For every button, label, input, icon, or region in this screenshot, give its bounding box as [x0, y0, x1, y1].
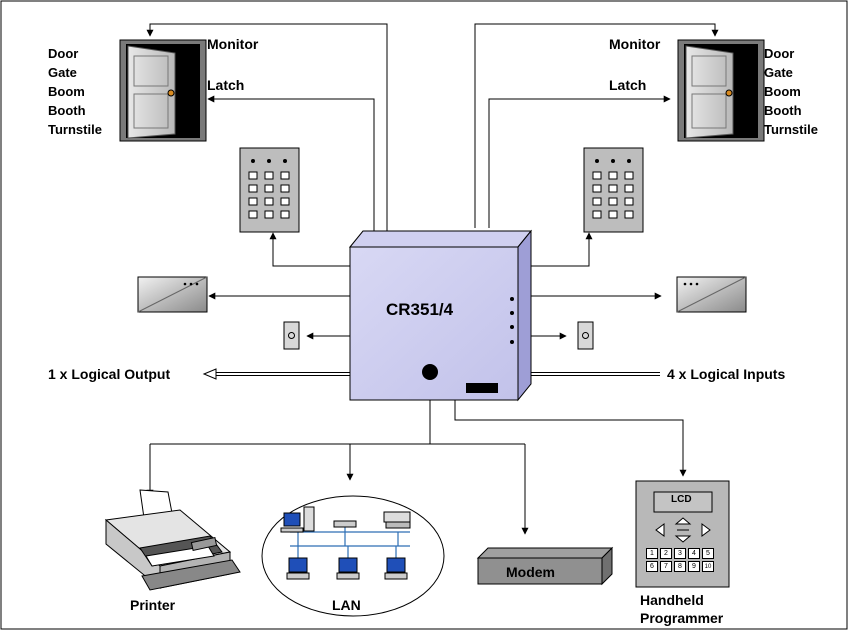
printer-icon	[104, 489, 241, 591]
left-door-type: Boom	[48, 84, 85, 99]
programmer-label-line1: Handheld	[640, 592, 704, 608]
lan-icon	[261, 495, 445, 617]
programmer-key[interactable]: 2	[660, 548, 672, 559]
controller-name: CR351/4	[386, 300, 454, 319]
right-latch-label: Latch	[609, 77, 647, 93]
modem-box	[476, 546, 614, 586]
left-card-reader	[137, 276, 208, 313]
programmer-key[interactable]: 1	[646, 548, 658, 559]
left-exit-button	[283, 321, 300, 350]
right-latch-line	[488, 95, 671, 228]
right-door	[677, 39, 765, 142]
logical-input-arrow	[514, 368, 660, 380]
left-latch-line	[207, 95, 375, 233]
left-door-type: Door	[48, 46, 79, 61]
right-monitor-label: Monitor	[609, 36, 661, 52]
left-keypad	[239, 147, 300, 233]
left-monitor-line	[146, 23, 388, 233]
right-keypad	[583, 147, 644, 233]
left-door-types: Door Gate Boom Booth Turnstile	[48, 44, 102, 139]
right-exit-button	[577, 321, 594, 350]
programmer-line	[454, 400, 687, 477]
programmer-key[interactable]: 5	[702, 548, 714, 559]
right-monitor-line	[474, 23, 719, 228]
right-door-type: Door	[764, 46, 795, 61]
printer-label: Printer	[130, 597, 176, 613]
logical-output-arrow	[202, 368, 350, 380]
left-door-type: Gate	[48, 65, 77, 80]
modem-label: Modem	[506, 564, 555, 580]
controller-box	[348, 229, 533, 402]
lan-label: LAN	[332, 597, 361, 613]
right-keypad-line	[518, 232, 593, 267]
controller-led	[422, 364, 438, 380]
programmer-key[interactable]: 9	[688, 561, 700, 572]
left-door-type: Turnstile	[48, 122, 102, 137]
right-door-types: Door Gate Boom Booth Turnstile	[764, 44, 818, 139]
left-door-type: Booth	[48, 103, 86, 118]
programmer-lcd-label: LCD	[671, 494, 692, 505]
left-latch-label: Latch	[207, 77, 245, 93]
programmer-key[interactable]: 3	[674, 548, 686, 559]
logical-output-label: 1 x Logical Output	[48, 366, 171, 382]
programmer-key[interactable]: 7	[660, 561, 672, 572]
right-door-type: Turnstile	[764, 122, 818, 137]
right-door-type: Boom	[764, 84, 801, 99]
programmer-label-line2: Programmer	[640, 610, 724, 626]
right-door-type: Booth	[764, 103, 802, 118]
programmer-key[interactable]: 6	[646, 561, 658, 572]
controller-port	[466, 383, 498, 393]
programmer-key[interactable]: 10	[702, 561, 714, 572]
left-keypad-line	[269, 232, 350, 267]
wiring	[146, 23, 719, 535]
logical-inputs-label: 4 x Logical Inputs	[667, 366, 786, 382]
programmer-keys: 1 2 3 4 5 6 7 8 9 10	[646, 548, 720, 572]
left-door	[119, 39, 207, 142]
right-card-reader	[676, 276, 747, 313]
right-door-type: Gate	[764, 65, 793, 80]
left-monitor-label: Monitor	[207, 36, 259, 52]
programmer-key[interactable]: 8	[674, 561, 686, 572]
programmer-key[interactable]: 4	[688, 548, 700, 559]
